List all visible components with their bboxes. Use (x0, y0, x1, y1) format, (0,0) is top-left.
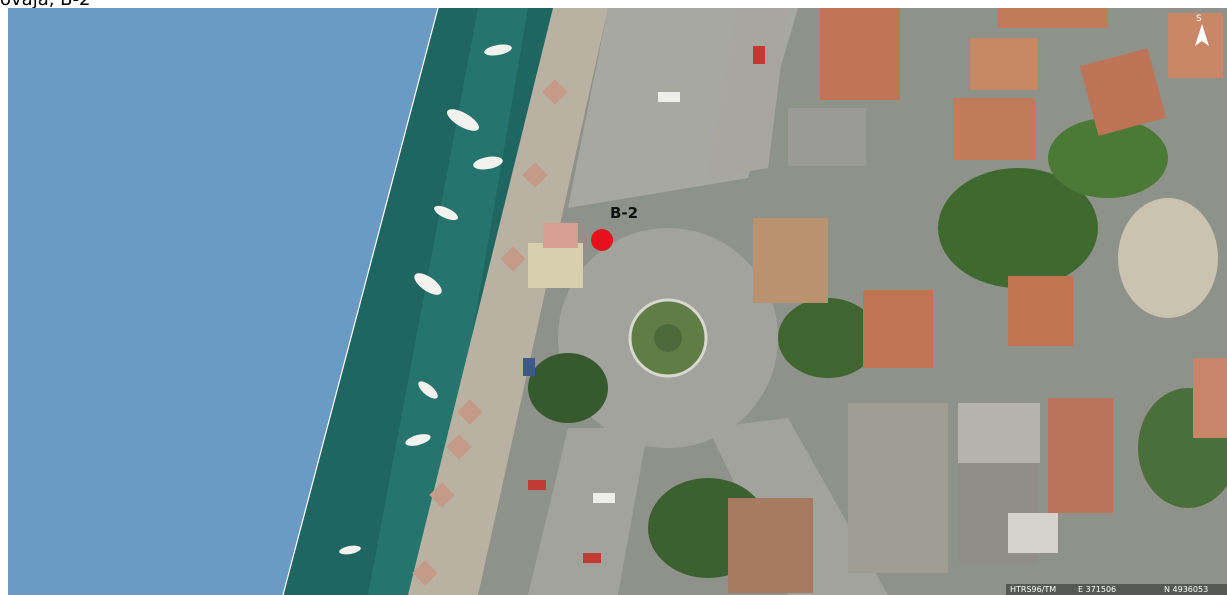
boats (339, 44, 512, 555)
kiosk (528, 243, 583, 288)
kiosk-roof (543, 223, 578, 248)
building-flat (788, 108, 866, 166)
building-roof (728, 498, 813, 593)
road-south (528, 428, 648, 595)
boundary-line (282, 8, 439, 595)
building-roof (753, 218, 828, 303)
map-view[interactable] (8, 8, 1227, 595)
vegetation (778, 298, 878, 378)
building-roof (998, 8, 1108, 28)
easting-label: E 371506 (1078, 585, 1117, 594)
building-roof (1079, 48, 1167, 136)
marker-label: B-2 (610, 204, 639, 222)
promenade-tiles (412, 79, 568, 586)
building-roof (1193, 358, 1227, 438)
building-roof (863, 290, 933, 368)
building-flat (958, 403, 1040, 463)
sea-area (8, 8, 438, 595)
orthophoto (8, 8, 1227, 595)
location-marker[interactable] (591, 229, 613, 251)
building-roof (970, 38, 1038, 90)
parked-cars (523, 46, 765, 563)
road-north (708, 8, 788, 178)
roundabout-center (654, 324, 682, 352)
north-arrow-icon (1195, 24, 1209, 46)
building-roof (1048, 398, 1113, 513)
vegetation (528, 353, 608, 423)
vegetation (1048, 118, 1168, 198)
bare-ground (1118, 198, 1218, 318)
building-flat (1008, 513, 1058, 553)
crs-label: HTRS96/TM (1010, 585, 1057, 594)
vegetation (938, 168, 1098, 288)
northing-label: N 4936053 (1164, 585, 1209, 594)
north-arrow-label: S (1196, 14, 1202, 24)
coordinate-readout: HTRS96/TM E 371506 N 4936053 (1006, 584, 1227, 595)
shallow-water (368, 8, 528, 595)
building-roof (820, 8, 900, 100)
building-roof (1008, 276, 1073, 346)
map-title: ovaja, B-2 (0, 0, 90, 9)
building-roof (953, 98, 1035, 160)
building-flat (848, 403, 948, 573)
